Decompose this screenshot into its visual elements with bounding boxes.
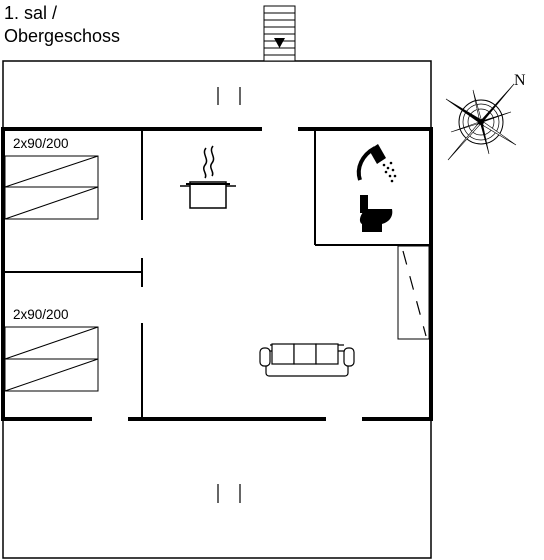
partitions bbox=[5, 131, 429, 417]
compass-rose-icon: N bbox=[445, 72, 526, 161]
cooking-pot-icon bbox=[180, 145, 236, 209]
bed-2 bbox=[4, 326, 99, 392]
bed-1 bbox=[4, 155, 99, 220]
shower-icon bbox=[356, 144, 397, 183]
sofa-icon bbox=[259, 343, 355, 377]
walls bbox=[1, 127, 433, 421]
bedroom-2-bed-label: 2x90/200 bbox=[13, 307, 69, 322]
floor-label-line1: 1. sal / bbox=[4, 3, 58, 23]
floor-label: 1. sal / Obergeschoss bbox=[4, 2, 120, 48]
stairs-down-icon bbox=[263, 5, 296, 62]
bathroom-door bbox=[397, 245, 430, 340]
toilet-icon bbox=[359, 195, 393, 232]
window-mark-bottom bbox=[217, 484, 241, 503]
compass-north-label: N bbox=[514, 72, 526, 89]
bedroom-1-bed-label: 2x90/200 bbox=[13, 136, 69, 151]
floor-label-line2: Obergeschoss bbox=[4, 26, 121, 46]
building-outline bbox=[2, 60, 432, 559]
window-mark-top bbox=[217, 87, 241, 105]
